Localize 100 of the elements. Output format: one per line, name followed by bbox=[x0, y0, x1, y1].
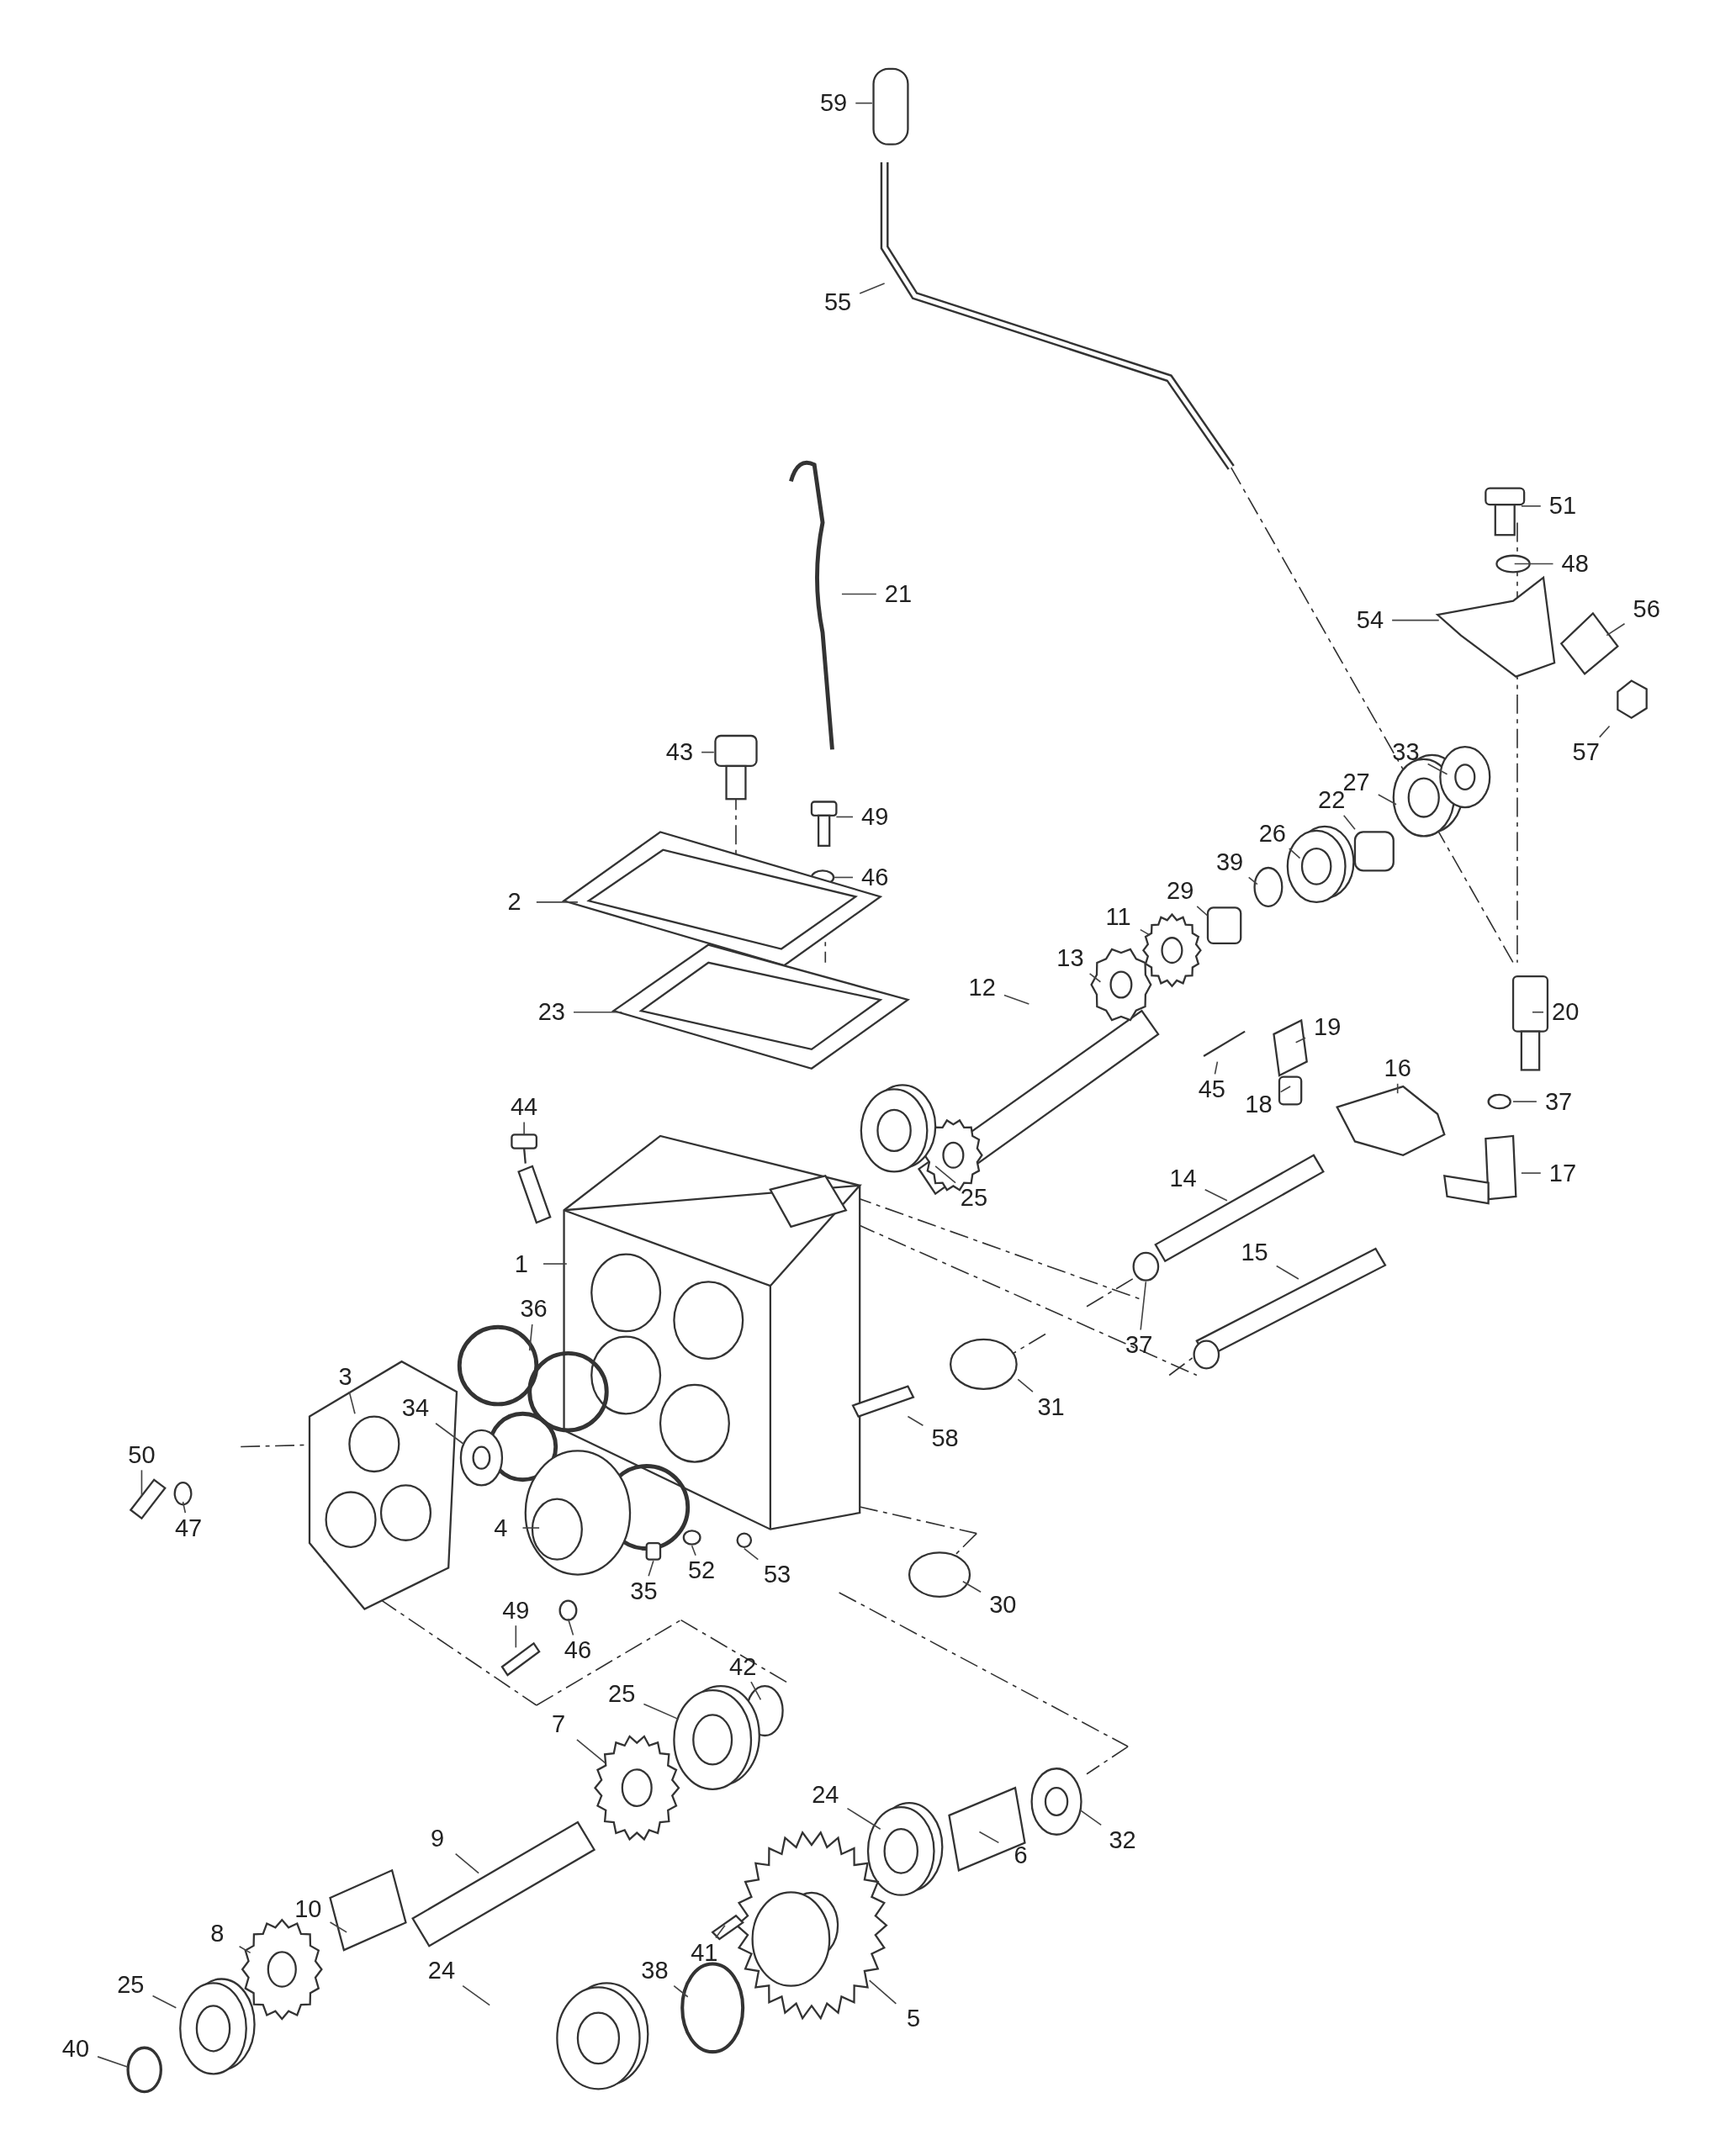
leader-line bbox=[521, 1527, 540, 1529]
leader-line bbox=[1521, 505, 1542, 507]
leader-line bbox=[1088, 973, 1102, 983]
leader-line bbox=[1288, 848, 1301, 859]
callout-number: 25 bbox=[108, 1969, 153, 2000]
leader-line bbox=[1606, 622, 1626, 637]
callout-number: 34 bbox=[393, 1392, 438, 1424]
callout-number: 56 bbox=[1624, 594, 1669, 625]
callout-number: 13 bbox=[1048, 943, 1093, 974]
callout-number: 38 bbox=[632, 1955, 677, 1986]
leader-line bbox=[1598, 725, 1611, 738]
leader-line bbox=[1513, 563, 1554, 565]
leader-line bbox=[691, 1545, 696, 1556]
callout-number: 1 bbox=[499, 1249, 543, 1279]
leader-line bbox=[1426, 763, 1448, 775]
callout-number: 3 bbox=[323, 1361, 368, 1392]
leader-line bbox=[673, 1984, 689, 1998]
leader-line bbox=[573, 1011, 623, 1013]
leader-line bbox=[643, 1703, 680, 1720]
leader-line bbox=[835, 816, 854, 818]
leader-line bbox=[528, 1324, 533, 1351]
leader-line bbox=[978, 1831, 1000, 1844]
callout-number: 52 bbox=[679, 1555, 724, 1586]
leader-line bbox=[1377, 794, 1397, 806]
callout-number: 23 bbox=[529, 996, 574, 1028]
callout-number: 29 bbox=[1158, 875, 1203, 906]
callout-number: 18 bbox=[1236, 1089, 1281, 1120]
callout-number: 32 bbox=[1100, 1825, 1145, 1856]
leader-line bbox=[1003, 994, 1030, 1005]
leader-line bbox=[934, 1165, 956, 1184]
leader-line bbox=[841, 593, 877, 595]
leader-line bbox=[1214, 1060, 1219, 1075]
callout-number: 46 bbox=[555, 1635, 601, 1666]
callout-number: 24 bbox=[803, 1779, 848, 1810]
leader-line bbox=[1391, 619, 1440, 621]
callout-number: 43 bbox=[657, 737, 702, 768]
callout-number: 6 bbox=[998, 1840, 1043, 1871]
leader-line bbox=[846, 1807, 881, 1831]
callout-number: 14 bbox=[1161, 1163, 1205, 1194]
leader-line bbox=[523, 1121, 525, 1136]
callout-number: 40 bbox=[53, 2033, 98, 2064]
callout-number: 59 bbox=[811, 87, 856, 119]
callout-number: 45 bbox=[1189, 1074, 1235, 1105]
leader-line bbox=[1140, 1281, 1147, 1331]
leader-line bbox=[1140, 928, 1151, 936]
leader-line bbox=[454, 1852, 479, 1874]
leader-line bbox=[1079, 1809, 1103, 1826]
leader-line bbox=[701, 751, 715, 753]
leader-line bbox=[329, 1921, 347, 1933]
leader-line bbox=[1512, 1101, 1538, 1102]
callout-number: 20 bbox=[1543, 996, 1588, 1028]
leader-line bbox=[435, 1422, 464, 1445]
callout-number: 51 bbox=[1540, 490, 1585, 521]
callout-number: 33 bbox=[1384, 737, 1428, 768]
callout-number: 17 bbox=[1540, 1158, 1585, 1189]
leader-line bbox=[1521, 1172, 1542, 1174]
callout-number: 9 bbox=[415, 1823, 460, 1854]
leader-line bbox=[140, 1469, 143, 1498]
callout-number: 41 bbox=[682, 1937, 727, 1968]
leader-line bbox=[182, 1501, 187, 1514]
callout-number: 49 bbox=[853, 801, 897, 832]
callout-number: 2 bbox=[492, 886, 537, 917]
leader-line bbox=[907, 1415, 924, 1426]
callout-number: 26 bbox=[1250, 818, 1294, 849]
callout-number: 46 bbox=[853, 862, 897, 893]
callout-number: 11 bbox=[1096, 901, 1141, 933]
callout-number: 5 bbox=[891, 2003, 936, 2034]
leader-line bbox=[567, 1618, 574, 1636]
callout-number: 25 bbox=[951, 1182, 997, 1213]
callout-number: 44 bbox=[501, 1091, 547, 1123]
callout-number: 37 bbox=[1536, 1086, 1581, 1117]
leader-line bbox=[962, 1581, 982, 1593]
callout-number: 16 bbox=[1375, 1053, 1420, 1084]
leader-line bbox=[542, 1263, 568, 1265]
callout-number: 12 bbox=[960, 972, 1004, 1003]
leader-line bbox=[151, 1995, 177, 2009]
callout-number: 53 bbox=[754, 1559, 800, 1590]
leader-line bbox=[1279, 1086, 1291, 1093]
callout-number: 15 bbox=[1232, 1237, 1277, 1268]
callout-number: 42 bbox=[721, 1651, 765, 1683]
callout-number: 10 bbox=[286, 1894, 331, 1925]
leader-line bbox=[648, 1560, 654, 1577]
leader-line bbox=[750, 1681, 762, 1701]
callout-number: 35 bbox=[622, 1576, 666, 1607]
callout-number: 25 bbox=[600, 1678, 644, 1709]
leader-line bbox=[868, 1979, 897, 2005]
leader-line bbox=[462, 1984, 491, 2006]
leader-line bbox=[1017, 1378, 1034, 1392]
leader-line bbox=[1204, 1188, 1228, 1202]
leader-line bbox=[536, 901, 579, 903]
callout-number: 30 bbox=[981, 1589, 1025, 1620]
leader-line bbox=[715, 1924, 726, 1939]
callout-number: 19 bbox=[1305, 1012, 1350, 1043]
leader-line bbox=[97, 2056, 129, 2068]
callout-number: 57 bbox=[1564, 737, 1608, 768]
leader-line bbox=[1275, 1265, 1299, 1280]
callout-number: 50 bbox=[119, 1440, 164, 1471]
leader-line bbox=[1342, 815, 1356, 831]
leader-line bbox=[1196, 905, 1209, 917]
callout-number: 39 bbox=[1207, 847, 1252, 878]
